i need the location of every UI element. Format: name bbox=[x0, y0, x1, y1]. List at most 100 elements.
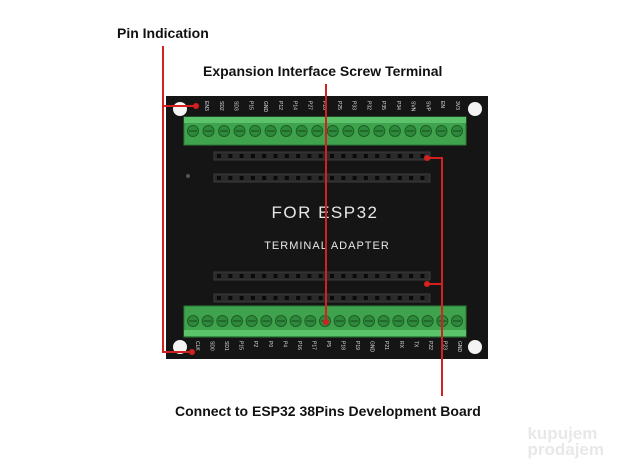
terminal-screw bbox=[201, 315, 214, 327]
terminal-screw bbox=[419, 125, 432, 137]
terminal-screw bbox=[373, 125, 386, 137]
callout-pin-indication: Pin Indication bbox=[117, 25, 209, 41]
watermark: kupujem prodajem bbox=[527, 424, 604, 459]
terminal-screw bbox=[233, 125, 246, 137]
terminal-screw bbox=[245, 315, 258, 327]
terminal-screw bbox=[435, 125, 448, 137]
terminal-screw bbox=[187, 315, 199, 327]
pin-label: EN3 bbox=[203, 101, 209, 111]
board-title: FOR ESP32 bbox=[271, 203, 378, 222]
callout-dot-connect-bottom bbox=[424, 281, 430, 287]
pin-label: GND bbox=[456, 341, 462, 353]
terminal-screw bbox=[202, 125, 215, 137]
pin-label: P12 bbox=[277, 101, 283, 110]
pin-label: CLK bbox=[194, 341, 200, 351]
bottom-pin-labels: CLK SD0 SD1 P15 P2 P0 P4 P16 P17 P5 P18 P19 GND P21 RX… bbox=[194, 341, 462, 353]
terminal-screw bbox=[392, 315, 405, 327]
pin-label: P17 bbox=[310, 341, 316, 350]
callout-expansion-terminal: Expansion Interface Screw Terminal bbox=[203, 63, 443, 79]
terminal-screw bbox=[264, 125, 277, 137]
terminal-screw bbox=[311, 125, 324, 137]
callout-line-connect bbox=[427, 157, 443, 396]
terminal-screw bbox=[216, 315, 229, 327]
pin-label: EN bbox=[439, 101, 445, 108]
terminal-screw bbox=[363, 315, 375, 327]
pin-label: SVN bbox=[410, 101, 416, 112]
watermark-line2: prodajem bbox=[527, 440, 604, 459]
terminal-screw bbox=[388, 125, 401, 137]
terminal-screw bbox=[187, 125, 199, 137]
callout-connect-board: Connect to ESP32 38Pins Development Boar… bbox=[175, 403, 481, 419]
callout-dot-pin-top bbox=[193, 103, 199, 109]
pin-label: P15 bbox=[247, 101, 253, 110]
pin-label: P22 bbox=[427, 341, 433, 350]
mount-hole-tl bbox=[173, 102, 187, 116]
pin-label: P19 bbox=[354, 341, 360, 350]
pin-label: TX bbox=[412, 341, 418, 348]
terminal-screw bbox=[421, 315, 434, 327]
mount-hole-tr bbox=[468, 102, 482, 116]
terminal-screw bbox=[280, 125, 293, 137]
pin-label: P18 bbox=[340, 341, 346, 350]
terminal-screw bbox=[275, 315, 287, 327]
pin-label: P35 bbox=[380, 101, 386, 110]
pin-label: P33 bbox=[351, 101, 357, 110]
pin-label: P23 bbox=[441, 341, 447, 350]
pin-label: GND bbox=[369, 341, 375, 353]
pin-label: P4 bbox=[281, 341, 287, 347]
pin-label: P15 bbox=[238, 341, 244, 350]
header-rows bbox=[213, 151, 431, 303]
terminal-screw bbox=[342, 125, 355, 137]
pin-label: P16 bbox=[296, 341, 302, 350]
terminal-screw bbox=[260, 315, 273, 327]
pin-label: P26 bbox=[321, 101, 327, 110]
callout-dot-connect-top bbox=[424, 155, 430, 161]
pin-label: SD3 bbox=[233, 101, 239, 111]
terminal-screw bbox=[326, 125, 339, 137]
pin-label: 3V3 bbox=[454, 101, 460, 110]
pin-label: P0 bbox=[267, 341, 273, 347]
watermark-line1: kupujem bbox=[527, 424, 598, 443]
terminal-screw bbox=[357, 125, 370, 137]
terminal-screw bbox=[407, 315, 419, 327]
terminal-screw bbox=[348, 315, 361, 327]
callout-line-pin-left bbox=[162, 46, 192, 353]
terminal-screw bbox=[218, 125, 231, 137]
pin-label: SVP bbox=[424, 101, 430, 112]
terminal-screw bbox=[289, 315, 302, 327]
pcb-dot bbox=[186, 174, 190, 178]
terminal-screw bbox=[451, 315, 463, 327]
pin-label: P32 bbox=[365, 101, 371, 110]
terminal-screw bbox=[295, 125, 308, 137]
header-row bbox=[213, 151, 431, 161]
terminal-screw bbox=[249, 125, 262, 137]
pin-label: SD2 bbox=[218, 101, 224, 111]
pin-label: RX bbox=[398, 341, 404, 349]
terminal-screw bbox=[377, 315, 390, 327]
terminal-screw bbox=[451, 125, 463, 137]
pin-label: P27 bbox=[306, 101, 312, 110]
pin-label: P21 bbox=[383, 341, 389, 350]
pin-label: P25 bbox=[336, 101, 342, 110]
pin-label: SD0 bbox=[209, 341, 215, 351]
pin-label: GND bbox=[262, 101, 268, 113]
header-row bbox=[213, 271, 431, 281]
terminal-screw bbox=[404, 125, 417, 137]
mount-hole-br bbox=[468, 340, 482, 354]
pin-label: P34 bbox=[395, 101, 401, 110]
pin-label: SD1 bbox=[223, 341, 229, 351]
terminal-screw bbox=[231, 315, 243, 327]
terminal-screw bbox=[333, 315, 346, 327]
callout-lines bbox=[162, 46, 443, 396]
pin-label: P5 bbox=[325, 341, 331, 347]
pin-label: P14 bbox=[292, 101, 298, 110]
header-row bbox=[213, 173, 431, 183]
callout-dot-pin-bottom bbox=[189, 349, 195, 355]
header-row bbox=[213, 293, 431, 303]
callout-dot-expansion bbox=[323, 319, 329, 325]
mount-hole-bl bbox=[173, 340, 187, 354]
terminal-screw bbox=[304, 315, 317, 327]
pin-label: P2 bbox=[252, 341, 258, 347]
top-pin-labels: EN3 SD2 SD3 P15 GND P12 P14 P27 P26 P25 P33 P32 P35 P… bbox=[203, 101, 460, 113]
